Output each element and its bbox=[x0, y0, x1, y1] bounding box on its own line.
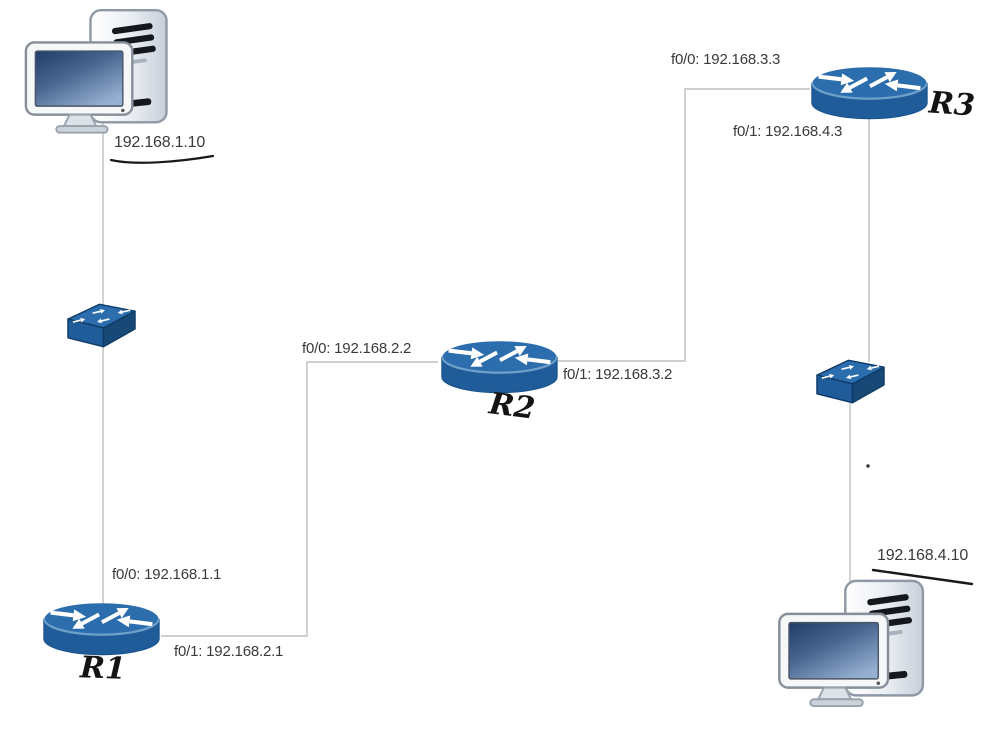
r1-f00-label: f0/0: 192.168.1.1 bbox=[112, 566, 222, 583]
r1-f01-label: f0/1: 192.168.2.1 bbox=[174, 643, 284, 660]
r3-f01-label: f0/1: 192.168.4.3 bbox=[733, 123, 843, 140]
router-r2-name: R2 bbox=[487, 386, 537, 427]
router-r3-name: R3 bbox=[927, 85, 977, 124]
cable-r2-r3 bbox=[558, 88, 810, 362]
stray-ink-mark bbox=[866, 464, 870, 468]
router-r3-icon[interactable] bbox=[808, 62, 930, 126]
pc1-ip-label: 192.168.1.10 bbox=[114, 134, 206, 151]
pc2-icon[interactable] bbox=[777, 577, 933, 708]
pc1-ip-underline bbox=[109, 154, 215, 164]
pc1-icon[interactable] bbox=[24, 6, 176, 135]
r2-f01-label: f0/1: 192.168.3.2 bbox=[563, 366, 673, 383]
switch1-icon[interactable] bbox=[63, 300, 138, 350]
pc2-ip-underline bbox=[871, 568, 974, 586]
router-r1-name: R1 bbox=[79, 650, 127, 687]
r3-f00-label: f0/0: 192.168.3.3 bbox=[671, 51, 781, 68]
cable-r1-r2 bbox=[161, 361, 438, 637]
pc2-ip-label: 192.168.4.10 bbox=[877, 547, 969, 564]
r2-f00-label: f0/0: 192.168.2.2 bbox=[302, 340, 412, 357]
switch2-icon[interactable] bbox=[812, 356, 887, 406]
